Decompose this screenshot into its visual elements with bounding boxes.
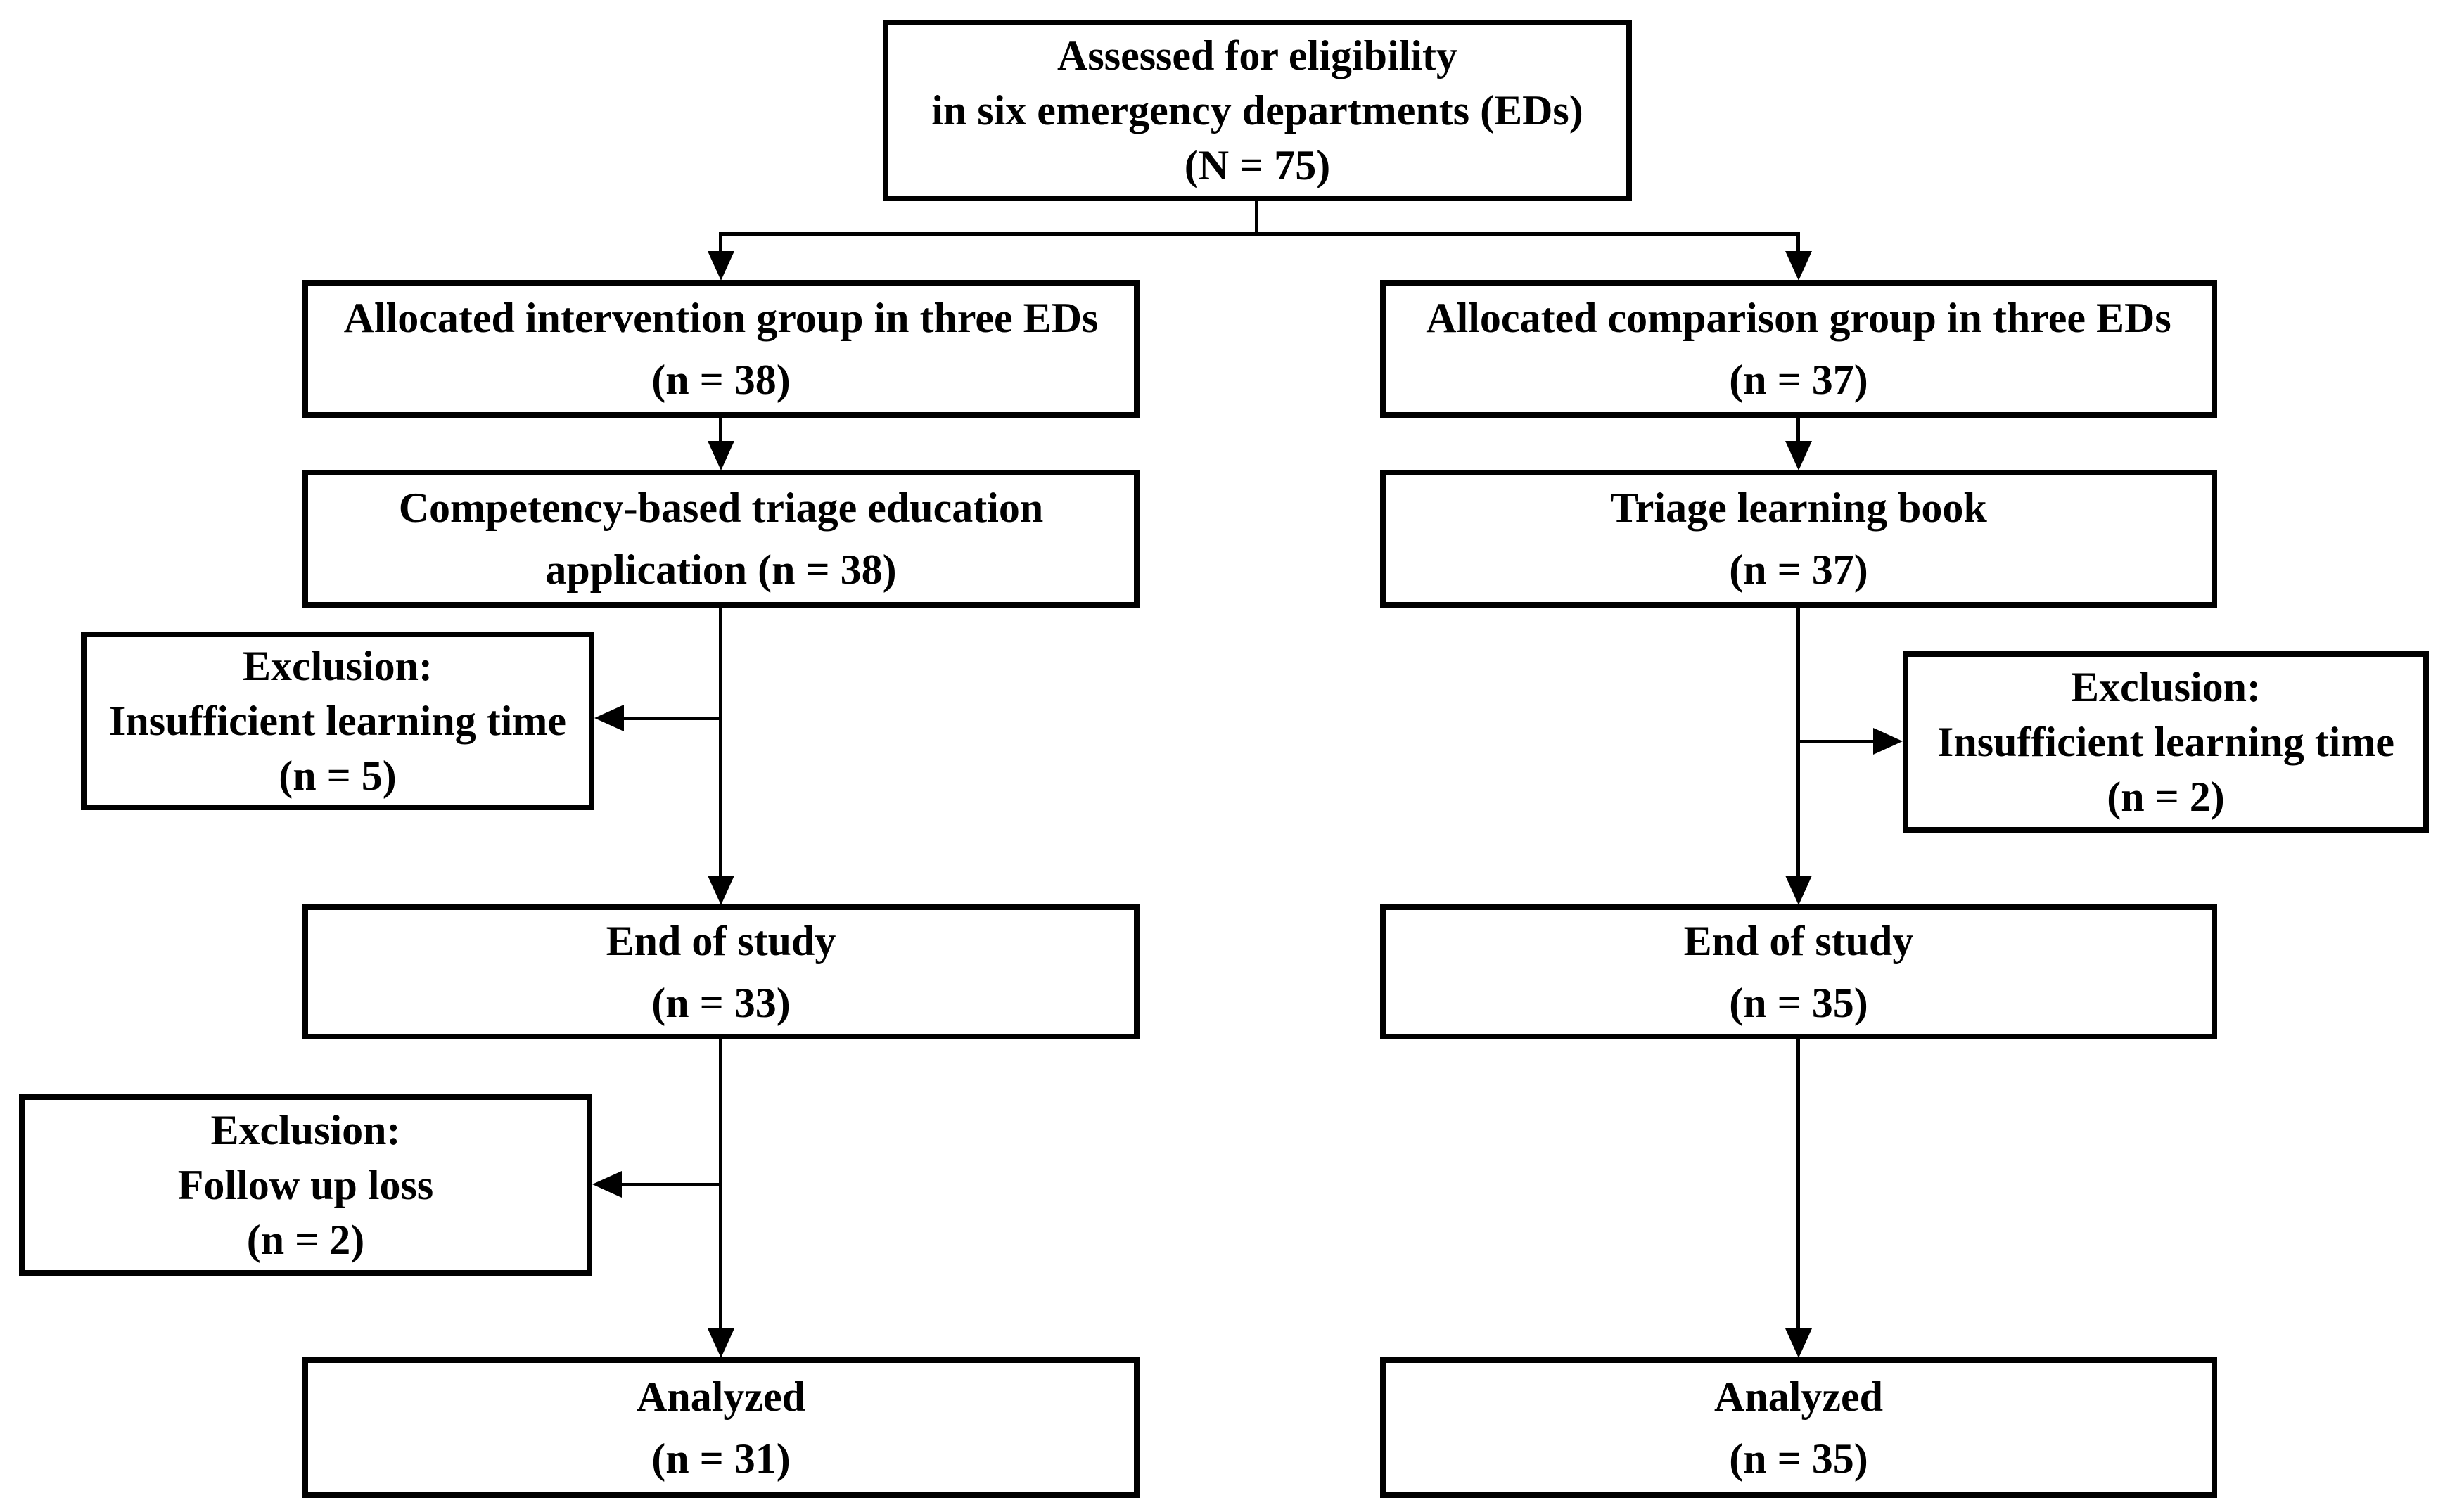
flow-box-exclusion-followup-left-line-1: Exclusion: bbox=[210, 1107, 401, 1153]
flow-box-assessed: Assessed for eligibility in six emergenc… bbox=[883, 20, 1632, 201]
flow-box-end-of-study-left-line-2: (n = 33) bbox=[651, 980, 791, 1026]
flow-box-exclusion-followup-left-line-3: (n = 2) bbox=[246, 1217, 365, 1263]
flow-box-assessed-line-1: Assessed for eligibility bbox=[1057, 32, 1457, 79]
arrowhead-left-exclusion-2 bbox=[592, 1171, 622, 1198]
flow-box-assessed-line-3: (N = 75) bbox=[1184, 142, 1331, 188]
flow-box-allocated-comparison-line-2: (n = 37) bbox=[1729, 357, 1868, 403]
flow-box-exclusion-followup-left: Exclusion: Follow up loss (n = 2) bbox=[19, 1094, 592, 1276]
flow-box-end-of-study-left-line-1: End of study bbox=[606, 918, 836, 964]
flow-box-analyzed-right: Analyzed (n = 35) bbox=[1380, 1357, 2217, 1498]
connector-alloc-to-education bbox=[719, 416, 722, 443]
arrowhead-down-end-right bbox=[1785, 876, 1812, 905]
arrowhead-left-exclusion-1 bbox=[594, 705, 624, 731]
arrowhead-down-analyzed-left bbox=[708, 1328, 734, 1358]
connector-top-stem bbox=[1255, 201, 1258, 235]
flow-box-analyzed-left-line-1: Analyzed bbox=[637, 1373, 805, 1420]
connector-end-to-analyzed-left bbox=[719, 1039, 722, 1329]
connector-top-tbar bbox=[719, 232, 1800, 236]
arrowhead-down-book bbox=[1785, 441, 1812, 470]
flow-box-analyzed-right-line-2: (n = 35) bbox=[1729, 1435, 1868, 1482]
arrowhead-down-education bbox=[708, 441, 734, 470]
flow-box-allocated-intervention-line-2: (n = 38) bbox=[651, 357, 791, 403]
flow-box-allocated-intervention-line-1: Allocated intervention group in three ED… bbox=[343, 295, 1099, 341]
flow-box-learning-book: Triage learning book (n = 37) bbox=[1380, 470, 2217, 608]
connector-end-to-analyzed-right bbox=[1796, 1039, 1800, 1329]
connector-drop-left bbox=[719, 232, 722, 253]
flow-box-exclusion-followup-left-line-2: Follow up loss bbox=[177, 1162, 434, 1208]
flow-box-allocated-intervention: Allocated intervention group in three ED… bbox=[302, 280, 1140, 418]
flow-box-education-app-line-2: application (n = 38) bbox=[545, 546, 897, 593]
flow-box-learning-book-line-2: (n = 37) bbox=[1729, 546, 1868, 593]
flow-box-learning-book-line-1: Triage learning book bbox=[1610, 485, 1987, 531]
flow-box-exclusion-insufficient-right-line-1: Exclusion: bbox=[2070, 664, 2261, 710]
arrowhead-down-alloc-right bbox=[1785, 251, 1812, 281]
flow-box-assessed-line-2: in six emergency departments (EDs) bbox=[931, 87, 1583, 134]
connector-education-to-end bbox=[719, 606, 722, 878]
connector-branch-exclusion-left-1 bbox=[622, 717, 720, 720]
connector-alloc-to-book bbox=[1796, 416, 1800, 443]
flow-box-analyzed-left-line-2: (n = 31) bbox=[651, 1435, 791, 1482]
flow-box-education-app: Competency-based triage education applic… bbox=[302, 470, 1140, 608]
flow-box-exclusion-insufficient-left-line-1: Exclusion: bbox=[242, 643, 433, 689]
connector-drop-right bbox=[1796, 232, 1800, 253]
flow-box-analyzed-left: Analyzed (n = 31) bbox=[302, 1357, 1140, 1498]
flow-box-end-of-study-right-line-1: End of study bbox=[1683, 918, 1914, 964]
flow-box-exclusion-insufficient-right: Exclusion: Insufficient learning time (n… bbox=[1903, 651, 2429, 833]
flow-box-education-app-line-1: Competency-based triage education bbox=[398, 485, 1044, 531]
connector-branch-exclusion-right-1 bbox=[1796, 740, 1875, 743]
flow-box-exclusion-insufficient-right-line-3: (n = 2) bbox=[2107, 774, 2225, 820]
flow-box-analyzed-right-line-1: Analyzed bbox=[1714, 1373, 1883, 1420]
flow-box-end-of-study-right: End of study (n = 35) bbox=[1380, 904, 2217, 1039]
flow-box-end-of-study-right-line-2: (n = 35) bbox=[1729, 980, 1868, 1026]
flow-box-allocated-comparison-line-1: Allocated comparison group in three EDs bbox=[1426, 295, 2171, 341]
connector-branch-exclusion-left-2 bbox=[622, 1183, 720, 1186]
arrowhead-down-end-left bbox=[708, 876, 734, 905]
flow-box-end-of-study-left: End of study (n = 33) bbox=[302, 904, 1140, 1039]
arrowhead-right-exclusion-1 bbox=[1873, 728, 1903, 755]
flow-box-exclusion-insufficient-left: Exclusion: Insufficient learning time (n… bbox=[81, 632, 594, 810]
arrowhead-down-analyzed-right bbox=[1785, 1328, 1812, 1358]
arrowhead-down-alloc-left bbox=[708, 251, 734, 281]
flow-box-exclusion-insufficient-right-line-2: Insufficient learning time bbox=[1937, 719, 2394, 765]
flow-box-exclusion-insufficient-left-line-2: Insufficient learning time bbox=[109, 698, 566, 744]
flow-box-exclusion-insufficient-left-line-3: (n = 5) bbox=[279, 752, 397, 799]
flow-box-allocated-comparison: Allocated comparison group in three EDs … bbox=[1380, 280, 2217, 418]
